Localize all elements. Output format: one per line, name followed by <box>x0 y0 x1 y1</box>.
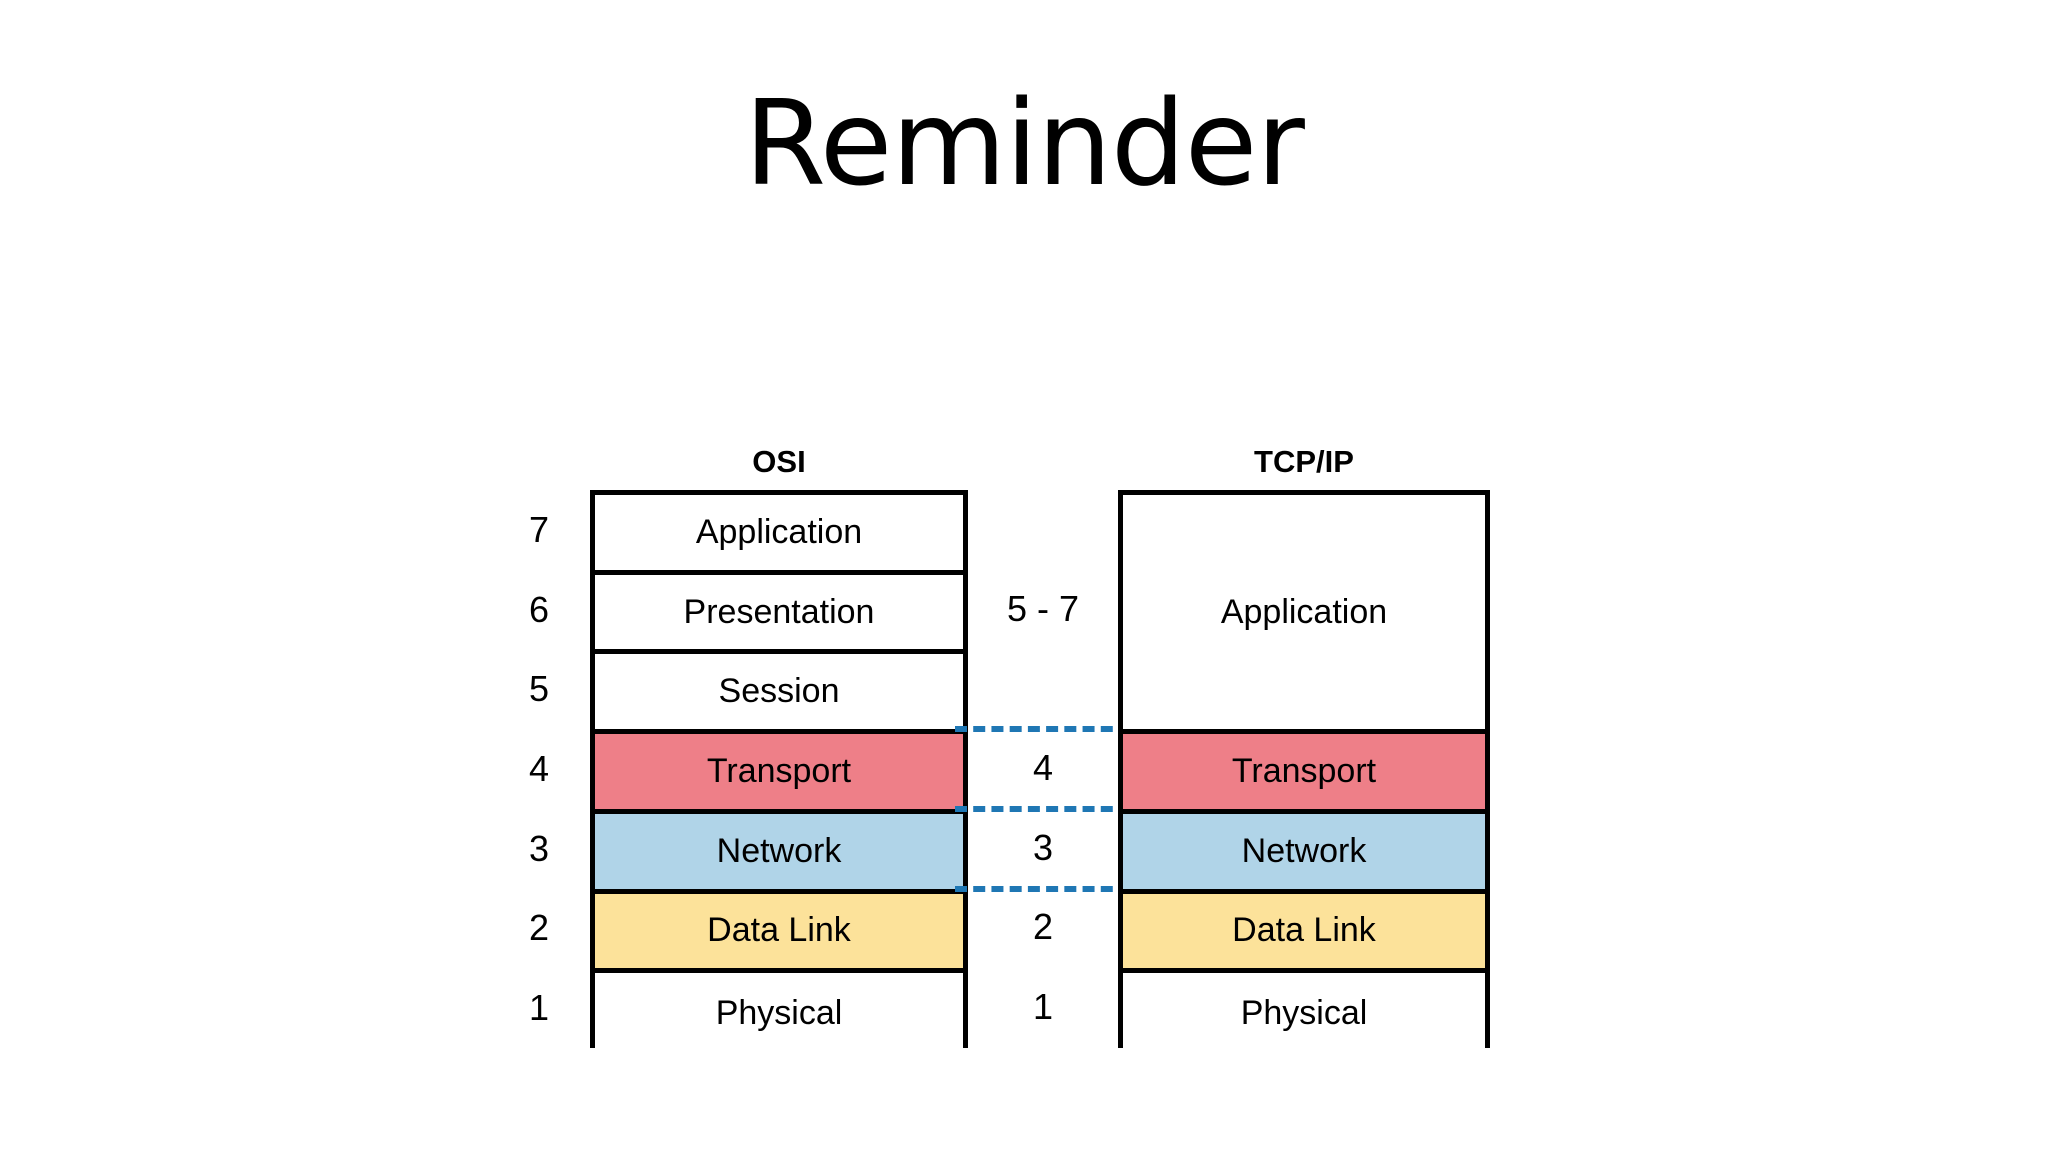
tcpip-layer-physical: Physical <box>1123 973 1485 1053</box>
tcpip-layer-network: Network <box>1123 813 1485 894</box>
osi-layer-physical: Physical <box>595 973 963 1053</box>
tcpip-layer-stack: Application Transport Network Data Link … <box>1118 490 1490 1053</box>
layer-number: 7 <box>528 509 550 550</box>
osi-tcpip-diagram: OSI TCP/IP 7 6 5 4 3 2 1 Application Pre… <box>500 430 1510 1070</box>
osi-layer-session: Session <box>595 654 963 735</box>
layer-number: 2 <box>528 907 550 949</box>
osi-layer-number-column: 7 6 5 4 3 2 1 <box>500 490 578 1048</box>
layer-number: 4 <box>528 748 550 790</box>
layer-number: 3 <box>528 827 550 869</box>
osi-layer-presentation: Presentation <box>595 574 963 655</box>
tcpip-layer-data-link: Data Link <box>1123 893 1485 974</box>
osi-column-header: OSI <box>752 444 806 479</box>
tcpip-layer-transport: Transport <box>1123 734 1485 814</box>
layer-number: 1 <box>528 987 550 1029</box>
osi-layer-application: Application <box>595 495 963 575</box>
page-title: Reminder <box>744 74 1305 212</box>
layer-number: 6 <box>528 588 550 630</box>
dashed-connector-line <box>955 805 1131 812</box>
mapping-label-physical: 1 <box>1032 986 1054 1028</box>
tcpip-layer-application: Application <box>1123 495 1485 735</box>
osi-layer-network: Network <box>595 813 963 894</box>
layer-mapping-column: 5 - 7 4 3 2 1 <box>968 490 1118 1048</box>
osi-layer-stack: Application Presentation Session Transpo… <box>590 490 968 1053</box>
osi-layer-transport: Transport <box>595 734 963 814</box>
mapping-label-application: 5 - 7 <box>1006 587 1080 629</box>
mapping-label-transport: 4 <box>1032 747 1054 788</box>
dashed-connector-line <box>955 885 1131 892</box>
mapping-label-data-link: 2 <box>1032 906 1054 948</box>
layer-number: 5 <box>528 668 550 710</box>
dashed-connector-line <box>955 726 1131 733</box>
mapping-label-network: 3 <box>1032 826 1054 868</box>
osi-layer-data-link: Data Link <box>595 893 963 974</box>
tcpip-column-header: TCP/IP <box>1254 444 1354 479</box>
